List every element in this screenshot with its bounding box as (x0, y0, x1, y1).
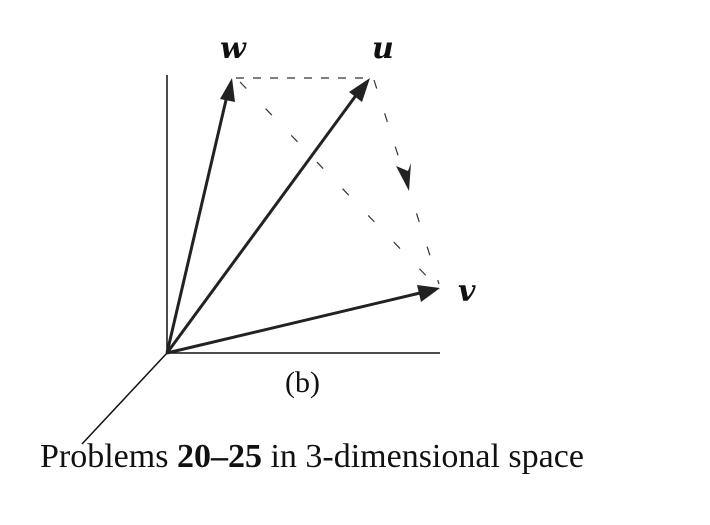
panel-label: (b) (285, 366, 320, 399)
figure-caption: Problems 20–25 in 3-dimensional space (40, 438, 584, 476)
vector-u (165, 78, 370, 354)
caption-suffix: in 3-dimensional space (270, 438, 584, 475)
label-v: v (458, 274, 476, 309)
caption-prefix: Problems (40, 438, 169, 475)
vector-w (165, 78, 235, 354)
label-u: u (372, 31, 394, 66)
depth-axis (81, 352, 168, 445)
label-w: w (220, 31, 247, 66)
vector-v (166, 285, 440, 355)
dashed-direction-arrowhead (396, 163, 411, 191)
caption-problem-range: 20–25 (176, 438, 262, 475)
